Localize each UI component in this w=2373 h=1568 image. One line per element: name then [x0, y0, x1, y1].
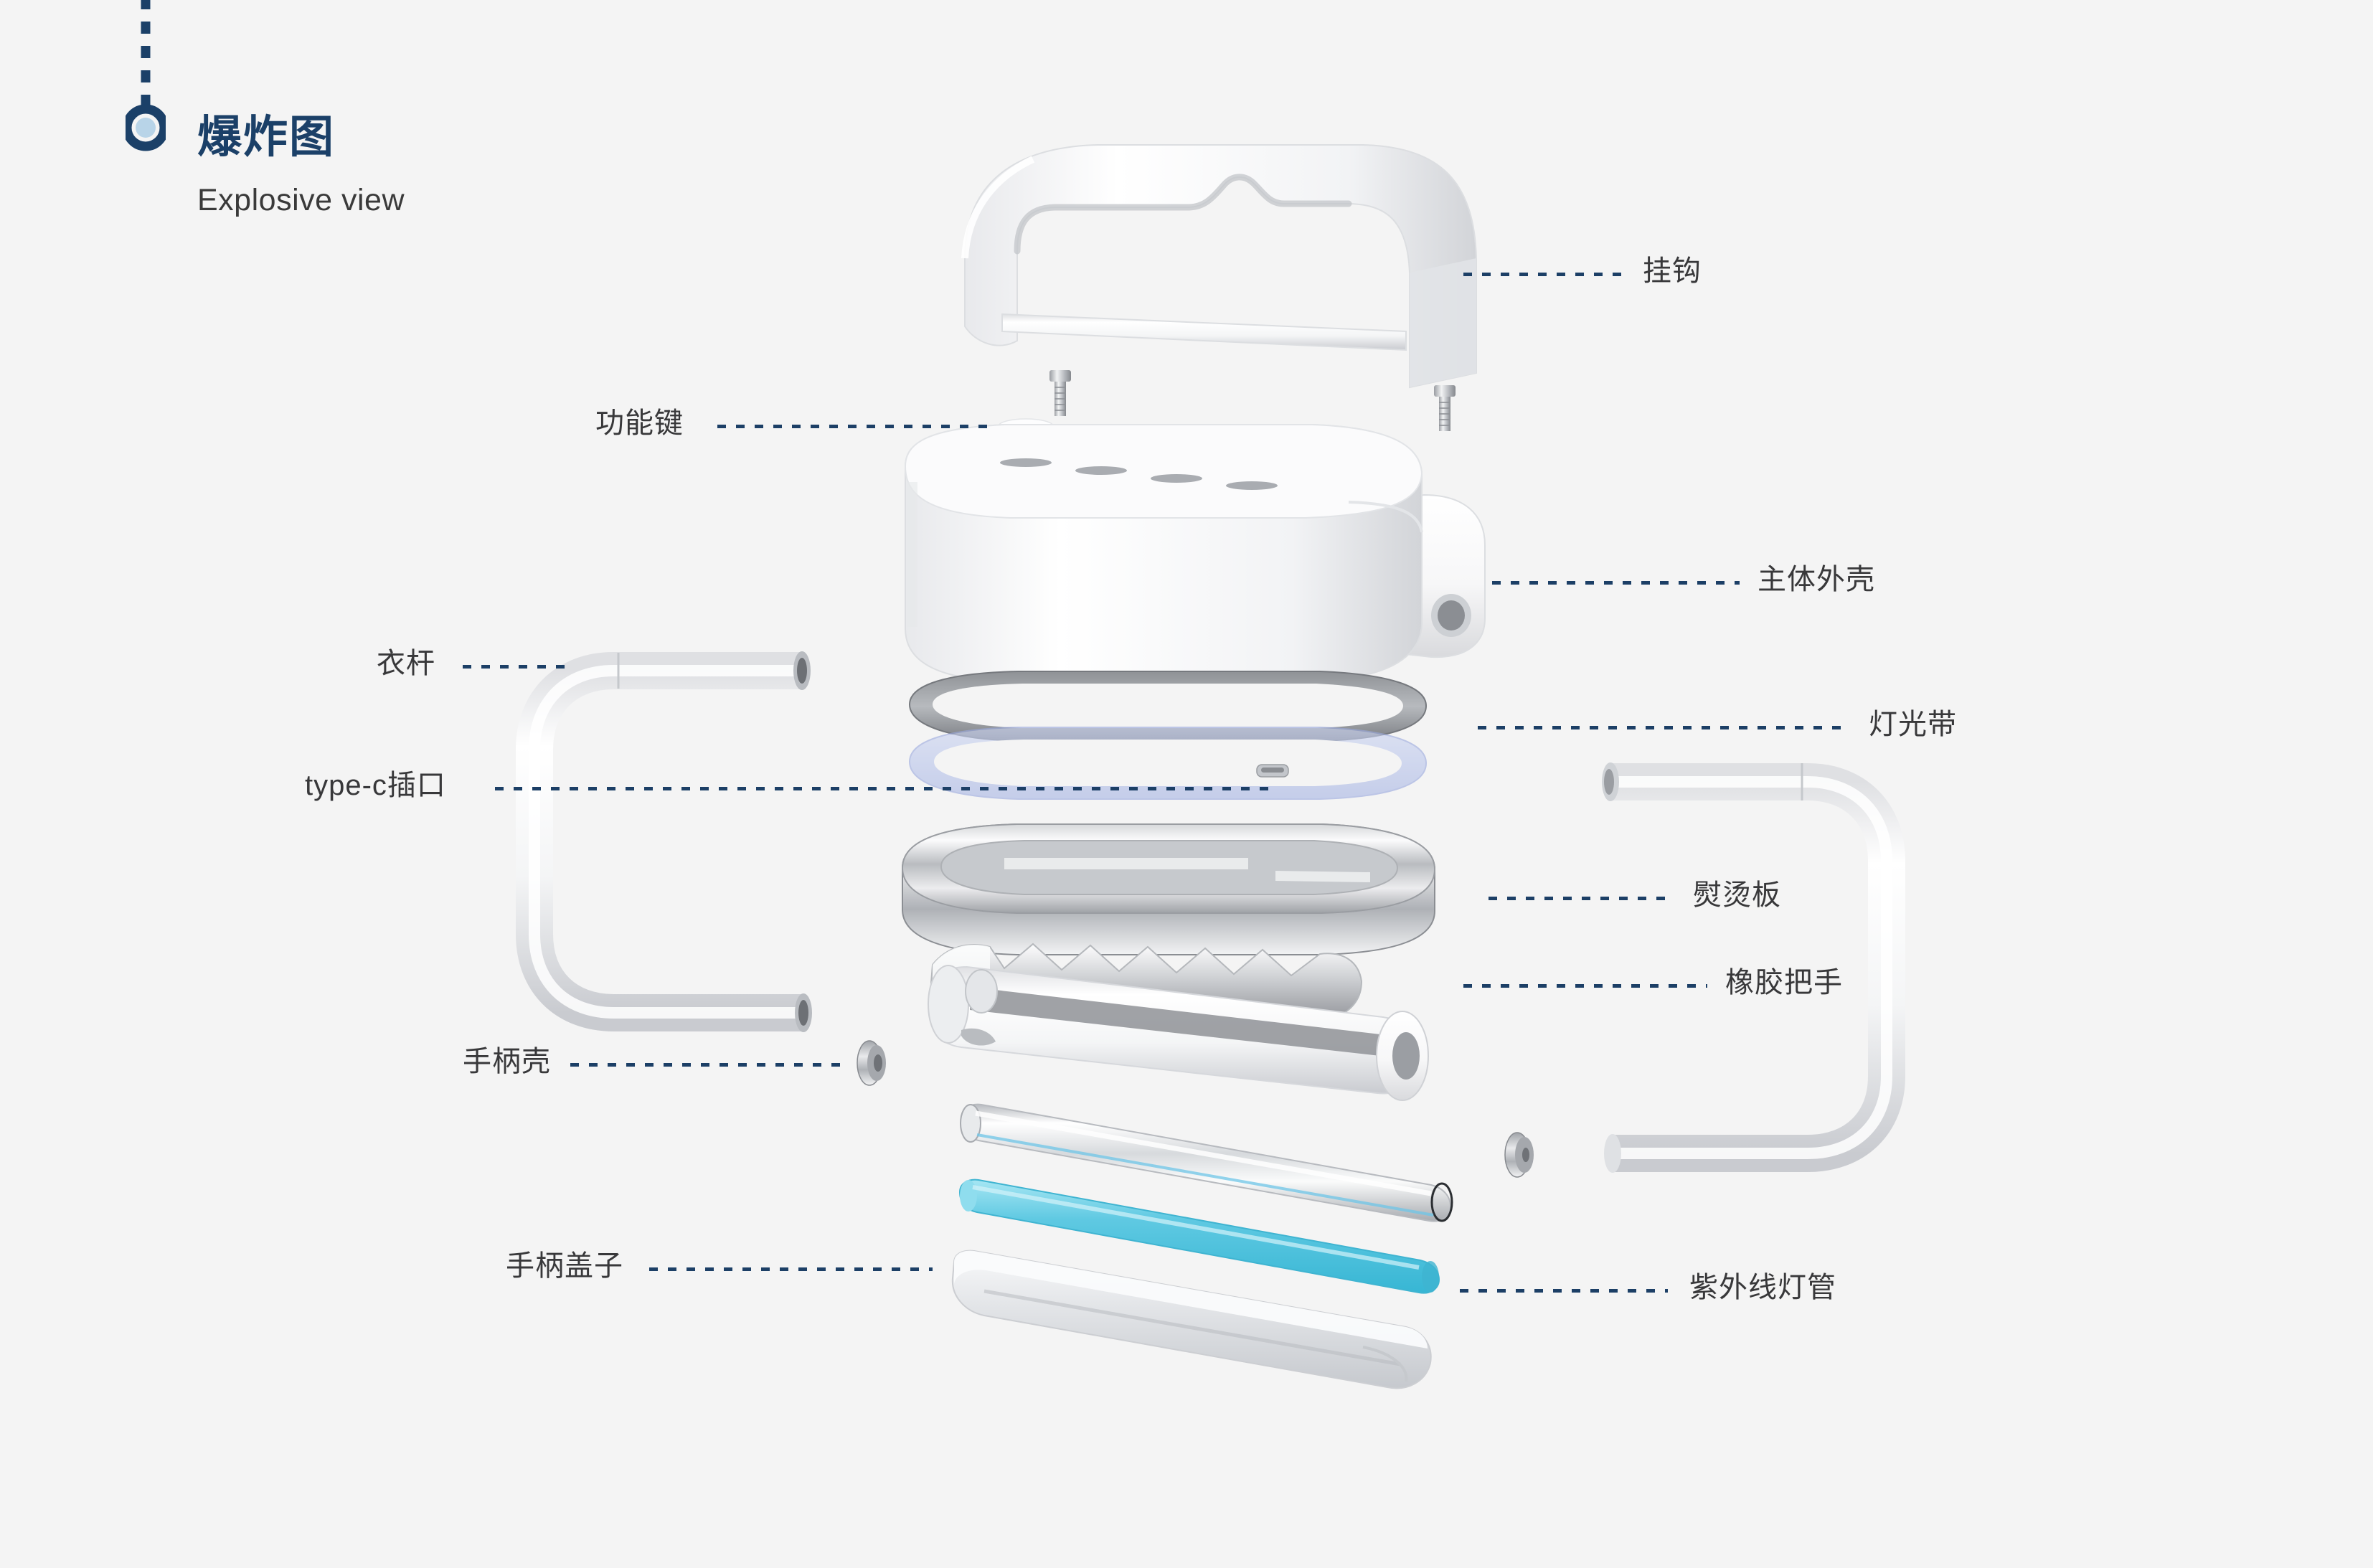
part-hook-bar — [1001, 313, 1407, 351]
part-screw-left — [1049, 370, 1071, 416]
leader-line-function-key — [717, 425, 997, 428]
leader-line-handle-shell — [570, 1063, 846, 1067]
label-ironing-plate: 熨烫板 — [1693, 879, 1781, 911]
leader-line-main-housing — [1492, 581, 1740, 585]
part-screw-right — [1434, 385, 1456, 431]
part-type-c-port — [1256, 764, 1289, 778]
leader-line-light-strip — [1478, 726, 1851, 729]
page-title: 爆炸图 — [197, 113, 336, 162]
page-subtitle: Explosive view — [197, 183, 405, 217]
part-clothes-rod-right — [1602, 762, 1905, 1173]
leader-line-ironing-plate — [1489, 897, 1671, 900]
leader-line-clothes-rod — [463, 665, 567, 669]
part-ironing-plate — [901, 823, 1436, 955]
label-handle-cover: 手柄盖子 — [506, 1250, 623, 1282]
part-handle-shell — [928, 965, 1429, 1101]
part-light-strip — [908, 727, 1428, 800]
part-handle-cover — [951, 1250, 1432, 1389]
part-main-housing — [904, 424, 1486, 683]
leader-line-handle-cover — [649, 1267, 933, 1271]
leader-line-uv-lamp-tube — [1460, 1289, 1668, 1293]
leader-line-type-c-port — [495, 787, 1270, 790]
label-light-strip: 灯光带 — [1869, 709, 1957, 740]
part-clothes-rod-left — [516, 651, 812, 1032]
part-hook — [961, 144, 1477, 389]
label-type-c-port: type-c插口 — [305, 770, 446, 801]
label-hook: 挂钩 — [1643, 255, 1702, 287]
label-rubber-handle: 橡胶把手 — [1725, 967, 1843, 998]
page-title-block: 爆炸图 Explosive view — [126, 0, 771, 237]
part-end-cap-right — [1504, 1132, 1534, 1178]
pin-marker-icon — [126, 0, 166, 151]
label-function-key: 功能键 — [595, 407, 684, 439]
leader-line-hook — [1463, 273, 1628, 276]
label-handle-shell: 手柄壳 — [463, 1046, 551, 1077]
part-end-cap-left — [857, 1040, 886, 1086]
label-main-housing: 主体外壳 — [1758, 564, 1875, 595]
label-clothes-rod: 衣杆 — [377, 648, 435, 679]
leader-line-rubber-handle — [1463, 984, 1707, 988]
part-glass-tube — [960, 1103, 1453, 1222]
label-uv-lamp-tube: 紫外线灯管 — [1689, 1272, 1836, 1303]
part-uv-lamp-tube — [958, 1179, 1440, 1294]
